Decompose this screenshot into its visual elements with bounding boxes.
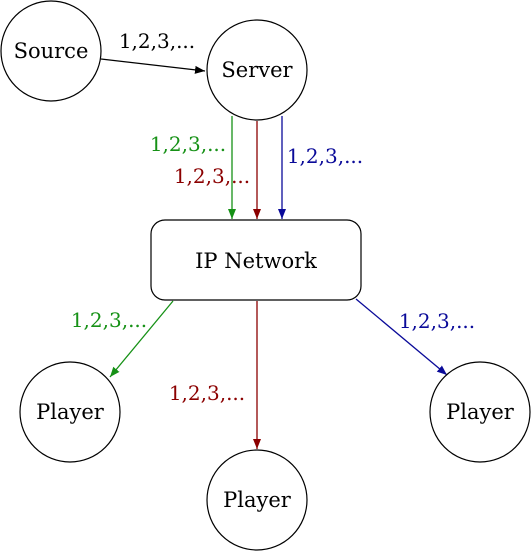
node-ip-network-label: IP Network: [195, 249, 317, 273]
edge-source-server: [100, 58, 206, 74]
node-source-label: Source: [14, 39, 89, 63]
edge-network-player-left: [109, 300, 174, 378]
edge-network-player-right: [355, 298, 448, 376]
node-player-center-label: Player: [223, 488, 292, 512]
node-ip-network: IP Network: [150, 219, 362, 301]
node-server: Server: [206, 19, 308, 121]
label-network-player-center: 1,2,3,...: [169, 381, 245, 405]
label-server-network-red: 1,2,3,...: [174, 164, 250, 188]
label-server-network-green: 1,2,3,...: [150, 132, 226, 156]
node-player-center: Player: [206, 449, 308, 551]
node-player-left-label: Player: [36, 400, 105, 424]
label-server-network-blue: 1,2,3,...: [287, 144, 363, 168]
node-player-right: Player: [429, 361, 531, 463]
node-player-right-label: Player: [446, 400, 515, 424]
node-source: Source: [0, 0, 102, 102]
label-network-player-right: 1,2,3,...: [399, 309, 475, 333]
node-player-left: Player: [19, 361, 121, 463]
label-network-player-left: 1,2,3,...: [71, 308, 147, 332]
label-source-server: 1,2,3,...: [119, 29, 195, 53]
node-server-label: Server: [221, 58, 293, 82]
